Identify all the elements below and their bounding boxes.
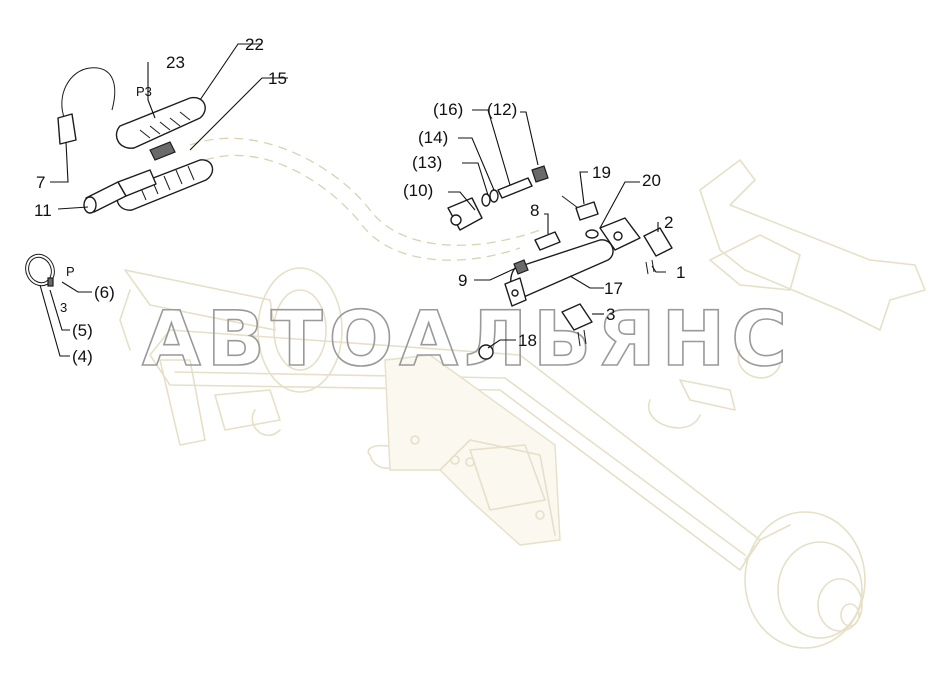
callout-7: 7 xyxy=(36,173,45,192)
callout-8: 8 xyxy=(530,201,539,220)
callout-2: 2 xyxy=(664,213,673,232)
coupling-group: 7 11 23 P3 22 15 xyxy=(34,35,288,220)
callout-19: 19 xyxy=(592,163,611,182)
callout-12: (12) xyxy=(487,100,517,119)
axle-background xyxy=(119,137,926,649)
dust-cap xyxy=(57,113,77,145)
label-p3: P3 xyxy=(136,84,152,99)
callout-10: (10) xyxy=(403,181,433,200)
callout-17: 17 xyxy=(604,279,623,298)
valve-block xyxy=(447,197,483,231)
callout-1: 1 xyxy=(676,263,685,282)
fitting-20-seal xyxy=(585,229,599,239)
callout-20: 20 xyxy=(642,171,661,190)
cotter-pin-1 xyxy=(645,259,655,275)
callout-6: (6) xyxy=(94,283,115,302)
callout-14: (14) xyxy=(418,128,448,147)
dust-cap-strap xyxy=(61,67,116,121)
hose-fitting xyxy=(497,177,533,199)
clamp-group: P 3 (6) (5) (4) xyxy=(25,253,115,366)
fitting-19 xyxy=(575,201,599,221)
breather-9 xyxy=(513,259,529,275)
pin-3 xyxy=(561,303,593,331)
grease-fitting-18 xyxy=(478,344,494,360)
wheel-hub xyxy=(744,511,866,649)
callout-9: 9 xyxy=(458,271,467,290)
callout-3: 3 xyxy=(606,305,615,324)
label-3-small: 3 xyxy=(60,300,67,315)
valve-group: (10) (13) (14) (16) (12) xyxy=(403,100,549,231)
callout-18: 18 xyxy=(518,331,537,350)
elbow-fitting xyxy=(534,231,561,251)
callout-11: 11 xyxy=(34,201,52,220)
clamp-ring xyxy=(25,253,55,287)
right-frame xyxy=(699,159,926,331)
clamp-screw xyxy=(47,277,54,287)
callout-22: 22 xyxy=(245,35,264,54)
callout-16: (16) xyxy=(433,100,463,119)
callout-23: 23 xyxy=(166,53,185,72)
washer xyxy=(481,193,491,207)
hose-route-line xyxy=(189,137,541,246)
watermark-text: АВТОАЛЬЯНС xyxy=(142,294,793,383)
coupling-valve xyxy=(149,141,176,161)
callout-13: (13) xyxy=(412,153,442,172)
label-p: P xyxy=(66,264,75,279)
banjo-bolt xyxy=(531,165,549,183)
pin-2 xyxy=(643,227,673,257)
axle-beam xyxy=(149,329,761,571)
hose-route-line-lower xyxy=(204,154,521,261)
cotter-pin-3 xyxy=(577,329,587,347)
cylinder-group: 19 20 8 2 1 9 17 3 18 xyxy=(458,163,685,360)
callout-4: (4) xyxy=(72,347,93,366)
callout-5: (5) xyxy=(72,321,93,340)
callout-15: 15 xyxy=(268,69,287,88)
